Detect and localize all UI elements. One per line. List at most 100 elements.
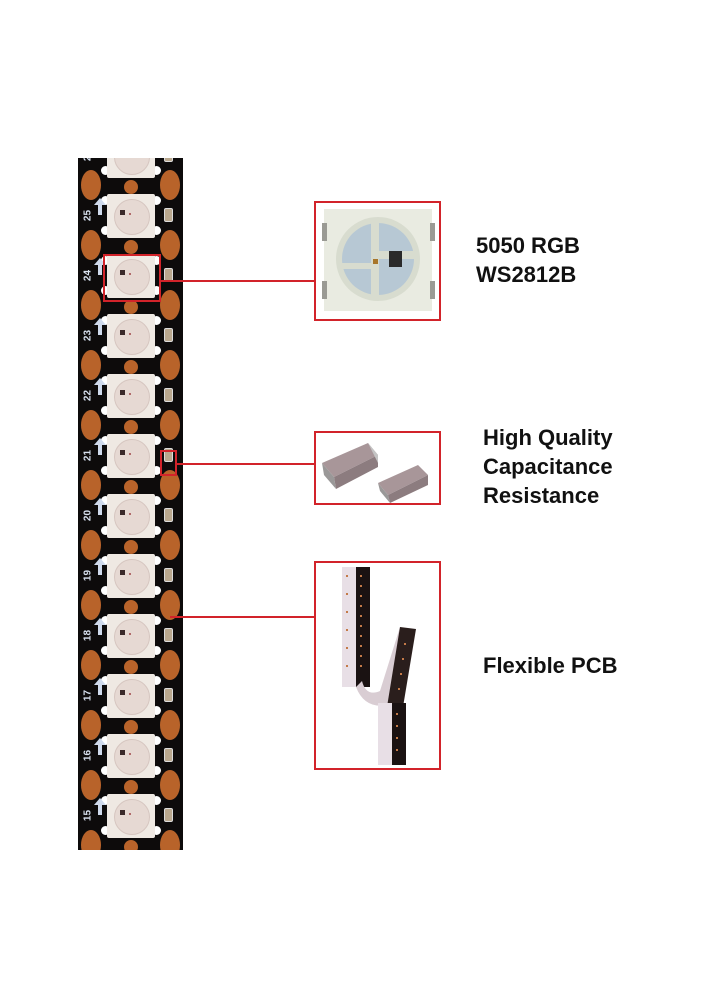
mount-hole xyxy=(152,646,161,655)
smd-capacitor xyxy=(164,568,173,582)
led-unit: 16 xyxy=(78,734,183,800)
arrow-up-icon xyxy=(94,378,106,385)
smd-capacitor xyxy=(164,508,173,522)
label-line: WS2812B xyxy=(476,262,577,287)
led-chip xyxy=(107,158,155,178)
smd-capacitor xyxy=(164,158,173,162)
mount-hole xyxy=(101,286,110,295)
mount-hole xyxy=(152,196,161,205)
mount-hole xyxy=(152,706,161,715)
solder-pad xyxy=(81,770,101,800)
mount-hole xyxy=(152,556,161,565)
led-highlight-frame xyxy=(103,254,161,302)
mount-hole xyxy=(152,676,161,685)
arrow-shaft xyxy=(98,745,102,755)
arrow-up-icon xyxy=(94,618,106,625)
solder-pad xyxy=(160,710,180,740)
mount-hole xyxy=(101,706,110,715)
mount-hole xyxy=(101,586,110,595)
mount-hole xyxy=(152,346,161,355)
solder-pad xyxy=(124,720,138,734)
solder-pad xyxy=(160,590,180,620)
mount-hole xyxy=(152,316,161,325)
smd-capacitor xyxy=(164,208,173,222)
arrow-shaft xyxy=(98,685,102,695)
led-number: 24 xyxy=(82,269,94,282)
label-line: 5050 RGB xyxy=(476,233,580,258)
mount-hole xyxy=(152,286,161,295)
mount-hole xyxy=(101,346,110,355)
mount-hole xyxy=(152,766,161,775)
smd-capacitor xyxy=(164,328,173,342)
solder-pad xyxy=(81,170,101,200)
mount-hole xyxy=(152,526,161,535)
arrow-shaft xyxy=(98,445,102,455)
solder-pad xyxy=(124,180,138,194)
label-line: Resistance xyxy=(483,483,600,508)
mount-hole xyxy=(101,466,110,475)
solder-pad xyxy=(81,230,101,260)
mount-hole xyxy=(152,376,161,385)
led-unit: 17 xyxy=(78,674,183,740)
arrow-shaft xyxy=(98,205,102,215)
led-unit: 18 xyxy=(78,614,183,680)
solder-pad xyxy=(160,230,180,260)
led-unit: 25 xyxy=(78,194,183,260)
smd-capacitor xyxy=(164,388,173,402)
smd-capacitor xyxy=(164,748,173,762)
connector-line-led xyxy=(161,280,315,282)
led-chip xyxy=(107,374,155,418)
smd-capacitor-photo xyxy=(314,431,441,505)
led-number: 26 xyxy=(83,158,94,163)
mount-hole xyxy=(101,226,110,235)
led-chip xyxy=(107,254,155,298)
solder-pad xyxy=(160,410,180,440)
led-unit: 22 xyxy=(78,374,183,440)
arrow-up-icon xyxy=(94,498,106,505)
smd-capacitor xyxy=(164,808,173,822)
arrow-shaft xyxy=(98,505,102,515)
led-chip xyxy=(107,794,155,838)
mount-hole xyxy=(152,736,161,745)
solder-pad xyxy=(160,290,180,320)
solder-pad xyxy=(124,660,138,674)
mount-hole xyxy=(101,526,110,535)
arrow-up-icon xyxy=(94,558,106,565)
arrow-up-icon xyxy=(94,318,106,325)
led-number: 22 xyxy=(82,389,94,402)
arrow-up-icon xyxy=(94,198,106,205)
arrow-up-icon xyxy=(94,438,106,445)
mount-hole xyxy=(101,766,110,775)
mount-hole xyxy=(101,646,110,655)
led-chip xyxy=(107,614,155,658)
mount-hole xyxy=(152,436,161,445)
solder-pad xyxy=(124,420,138,434)
solder-pad xyxy=(81,590,101,620)
led-number: 23 xyxy=(82,329,94,342)
solder-pad xyxy=(81,650,101,680)
flexible-pcb-photo xyxy=(314,561,441,770)
led-number: 16 xyxy=(82,749,94,762)
solder-pad xyxy=(124,300,138,314)
solder-pad xyxy=(81,350,101,380)
label-line: High Quality xyxy=(483,425,613,450)
led-strip: 262524232221201918171615 xyxy=(78,158,183,850)
led-chip xyxy=(107,734,155,778)
solder-pad xyxy=(81,710,101,740)
led-unit: 19 xyxy=(78,554,183,620)
mount-hole xyxy=(152,256,161,265)
solder-pad xyxy=(160,530,180,560)
led-number: 18 xyxy=(82,629,94,642)
solder-pad xyxy=(124,840,138,850)
arrow-up-icon xyxy=(94,738,106,745)
solder-pad xyxy=(81,530,101,560)
mount-hole xyxy=(152,406,161,415)
mount-hole xyxy=(152,826,161,835)
solder-pad xyxy=(81,410,101,440)
mount-hole xyxy=(101,826,110,835)
mount-hole xyxy=(152,586,161,595)
callout-label-led: 5050 RGB WS2812B xyxy=(476,231,580,289)
mount-hole xyxy=(152,496,161,505)
solder-pad xyxy=(160,470,180,500)
arrow-shaft xyxy=(98,565,102,575)
